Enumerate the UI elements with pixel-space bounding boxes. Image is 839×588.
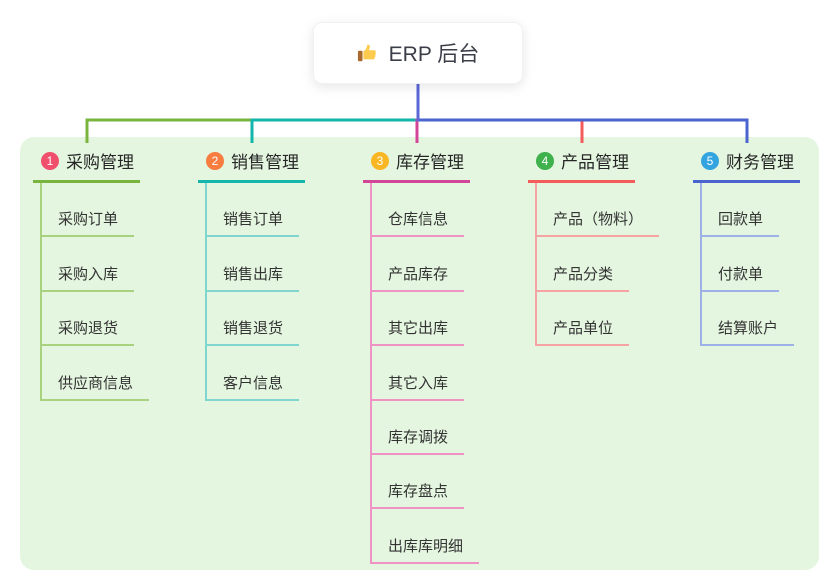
branch-finance: 5 财务管理 回款单 付款单 结算账户	[693, 146, 839, 347]
branch-title[interactable]: 5 财务管理	[693, 146, 800, 183]
branch-label: 财务管理	[726, 153, 794, 172]
node-label: 付款单	[718, 265, 764, 283]
branch-label: 库存管理	[396, 153, 464, 172]
branch-label: 产品管理	[561, 153, 629, 172]
node-label: 回款单	[718, 211, 764, 229]
mindmap-panel	[20, 137, 819, 570]
mindmap-node[interactable]: 采购退货	[42, 292, 135, 347]
node-label: 销售订单	[223, 211, 284, 229]
node-label: 出库库明细	[388, 537, 464, 555]
mindmap-node[interactable]: 付款单	[702, 237, 780, 292]
mindmap-node[interactable]: 仓库信息	[372, 183, 465, 238]
root-node[interactable]: ERP 后台	[313, 22, 523, 84]
node-label: 供应商信息	[58, 374, 134, 392]
node-label: 销售出库	[223, 265, 284, 283]
branch-label: 销售管理	[231, 153, 299, 172]
branch-children: 采购订单 采购入库 采购退货 供应商信息	[40, 183, 193, 401]
node-label: 产品（物料）	[553, 211, 644, 229]
mindmap-node[interactable]: 采购订单	[42, 183, 135, 238]
node-label: 采购退货	[58, 320, 119, 338]
node-label: 仓库信息	[388, 211, 449, 229]
branch-number-badge: 2	[206, 151, 224, 170]
mindmap-node[interactable]: 客户信息	[207, 346, 300, 401]
node-label: 采购订单	[58, 211, 119, 229]
node-label: 库存调拨	[388, 428, 449, 446]
mindmap-node[interactable]: 产品单位	[537, 292, 630, 347]
branch-number-badge: 3	[371, 151, 389, 170]
mindmap-node[interactable]: 结算账户	[702, 292, 795, 347]
branch-title[interactable]: 2 销售管理	[198, 146, 305, 183]
branch-number-badge: 1	[41, 151, 59, 170]
mindmap-node[interactable]: 其它入库	[372, 346, 465, 401]
branch-purchase: 1 采购管理 采购订单 采购入库 采购退货 供应商信息	[33, 146, 193, 401]
node-label: 库存盘点	[388, 483, 449, 501]
mindmap-node[interactable]: 销售订单	[207, 183, 300, 238]
branch-children: 仓库信息 产品库存 其它出库 其它入库 库存调拨 库存盘点 出库库明细	[370, 183, 523, 564]
branch-product: 4 产品管理 产品（物料） 产品分类 产品单位	[528, 146, 688, 347]
branch-sales: 2 销售管理 销售订单 销售出库 销售退货 客户信息	[198, 146, 358, 401]
thumbs-up-icon	[357, 42, 379, 64]
branch-title[interactable]: 4 产品管理	[528, 146, 635, 183]
node-label: 其它出库	[388, 320, 449, 338]
mindmap-node[interactable]: 其它出库	[372, 292, 465, 347]
node-label: 销售退货	[223, 320, 284, 338]
node-label: 采购入库	[58, 265, 119, 283]
branch-inventory: 3 库存管理 仓库信息 产品库存 其它出库 其它入库 库存调拨 库存盘点 出库库…	[363, 146, 523, 564]
mindmap-node[interactable]: 供应商信息	[42, 346, 150, 401]
mindmap-node[interactable]: 采购入库	[42, 237, 135, 292]
branch-label: 采购管理	[66, 153, 134, 172]
mindmap-node[interactable]: 销售出库	[207, 237, 300, 292]
node-label: 结算账户	[718, 320, 779, 338]
branch-title[interactable]: 1 采购管理	[33, 146, 140, 183]
mindmap-node[interactable]: 出库库明细	[372, 509, 480, 564]
mindmap-node[interactable]: 库存调拨	[372, 401, 465, 455]
branch-number-badge: 5	[701, 151, 719, 170]
node-label: 产品库存	[388, 265, 449, 283]
mindmap-node[interactable]: 产品（物料）	[537, 183, 660, 238]
mindmap-node[interactable]: 库存盘点	[372, 455, 465, 510]
branch-children: 销售订单 销售出库 销售退货 客户信息	[205, 183, 358, 401]
node-label: 其它入库	[388, 374, 449, 392]
node-label: 客户信息	[223, 374, 284, 392]
root-label: ERP 后台	[388, 43, 480, 66]
branch-title[interactable]: 3 库存管理	[363, 146, 470, 183]
mindmap-node[interactable]: 销售退货	[207, 292, 300, 347]
mindmap-node[interactable]: 回款单	[702, 183, 780, 238]
branch-number-badge: 4	[536, 151, 554, 170]
branch-children: 回款单 付款单 结算账户	[700, 183, 839, 347]
node-label: 产品单位	[553, 320, 614, 338]
mindmap-node[interactable]: 产品库存	[372, 237, 465, 292]
mindmap-node[interactable]: 产品分类	[537, 237, 630, 292]
node-label: 产品分类	[553, 265, 614, 283]
branch-children: 产品（物料） 产品分类 产品单位	[535, 183, 688, 347]
